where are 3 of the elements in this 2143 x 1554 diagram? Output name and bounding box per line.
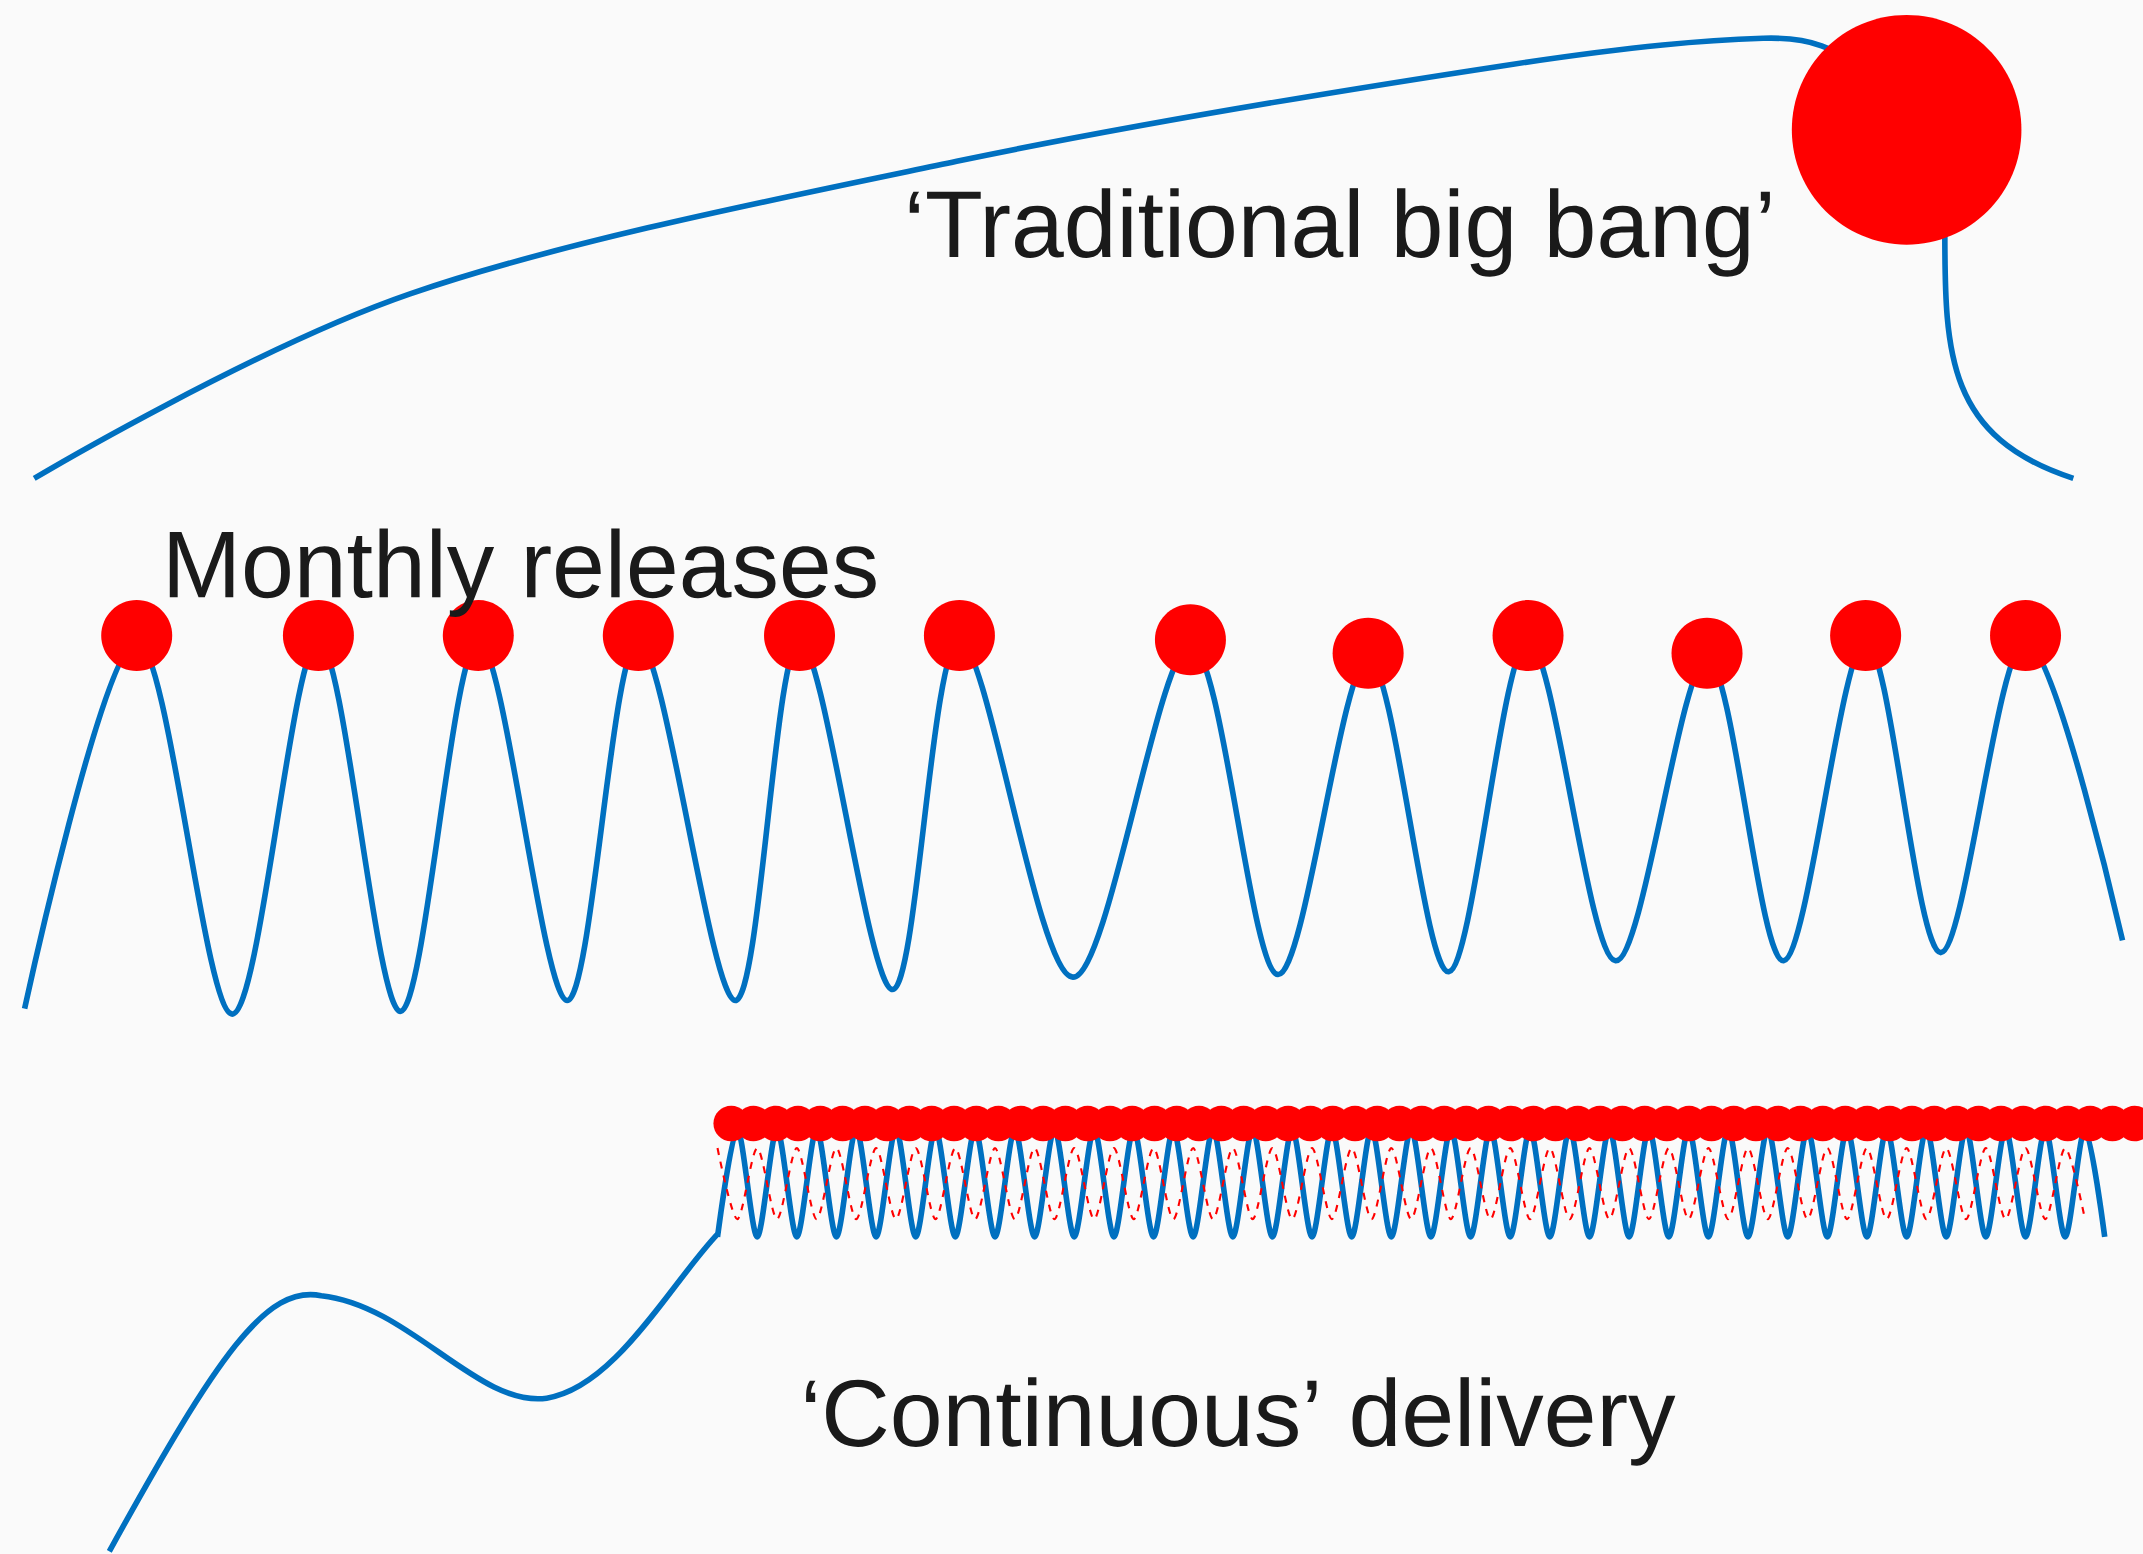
label: ‘Continuous’ delivery: [806, 1377, 1676, 1466]
label: Monthly releases: [169, 528, 876, 617]
label: ‘Traditional big bang’: [909, 188, 1770, 277]
